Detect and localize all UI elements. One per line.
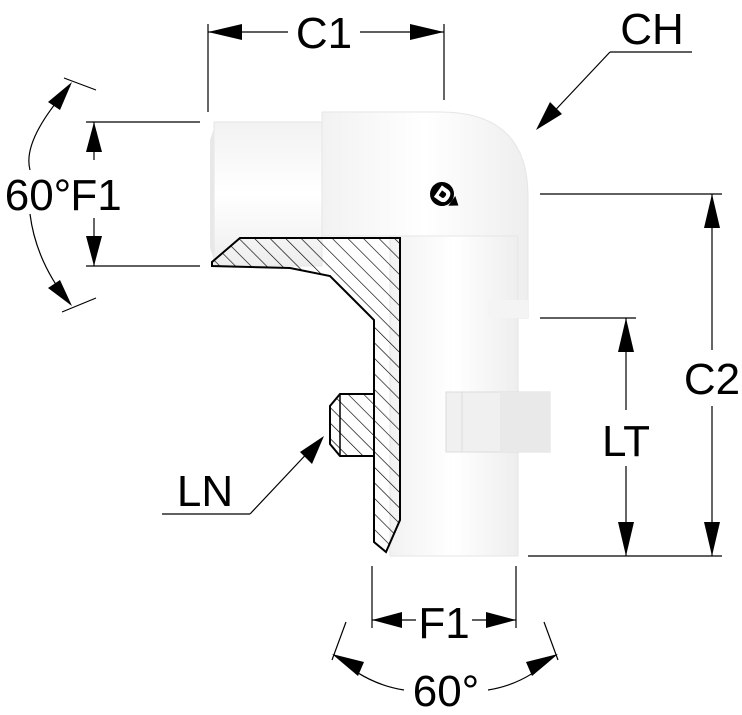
dim-f1-bottom	[371, 566, 517, 628]
dim-lt	[540, 317, 636, 556]
dim-ch	[536, 51, 692, 130]
lock-nut-face	[500, 392, 550, 452]
dim-c2	[528, 193, 722, 557]
fitting-body	[210, 111, 551, 557]
dim-f1-left	[86, 121, 200, 267]
label-lt: LT	[602, 417, 650, 466]
label-angle-left: 60°	[5, 171, 72, 220]
label-ch: CH	[620, 5, 684, 54]
d-arrow-logo-icon	[430, 182, 459, 206]
o-ring	[329, 393, 375, 457]
body-step	[488, 300, 528, 318]
label-f1-left: F1	[70, 171, 121, 220]
label-ln: LN	[177, 467, 233, 516]
dim-angle-left	[28, 77, 97, 313]
cross-section	[211, 237, 401, 554]
label-f1-bottom: F1	[418, 599, 469, 648]
dim-c1	[207, 24, 445, 112]
label-c2: C2	[684, 355, 740, 404]
dim-ln	[162, 436, 324, 515]
label-angle-bottom: 60°	[413, 667, 480, 715]
horizontal-end-chamfer	[210, 128, 214, 260]
label-c1: C1	[296, 9, 352, 58]
section-outline	[211, 237, 401, 554]
dim-angle-bottom	[331, 621, 559, 691]
